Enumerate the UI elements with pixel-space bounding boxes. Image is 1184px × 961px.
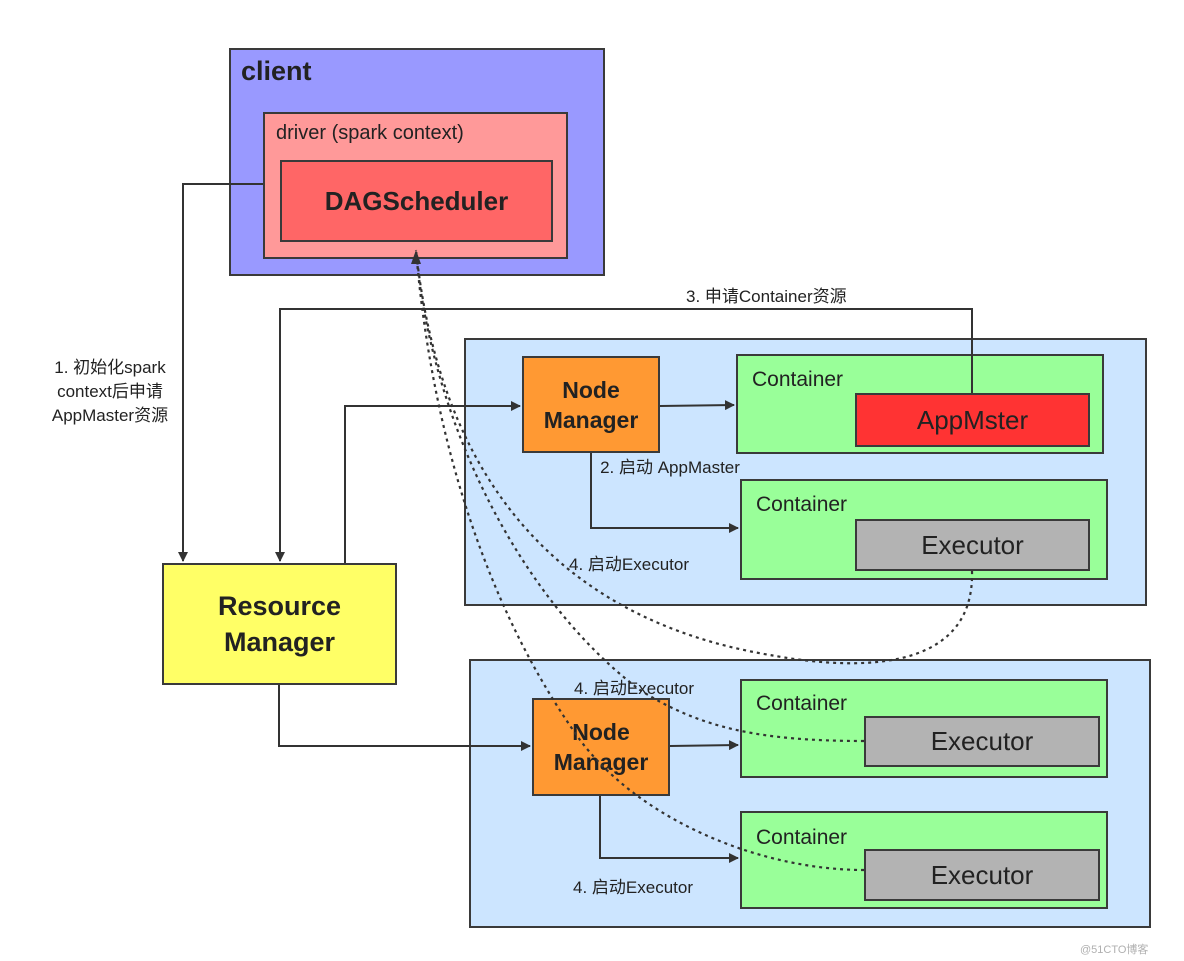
node-manager-1: Node Manager	[522, 356, 660, 453]
executor-node2-b: Executor	[864, 849, 1100, 901]
step2-label: 2. 启动 AppMaster	[600, 458, 740, 477]
container-node1-a-title: Container	[752, 368, 844, 391]
step4b-label: 4. 启动Executor	[574, 679, 694, 698]
executor-node1: Executor	[855, 519, 1090, 571]
container-node2-a-title: Container	[756, 692, 848, 715]
watermark: @51CTO博客	[1080, 944, 1149, 956]
node-manager-1-line1: Node	[562, 376, 620, 403]
step4a-label: 4. 启动Executor	[569, 555, 689, 574]
driver-title: driver (spark context)	[276, 122, 464, 144]
dag-scheduler-box	[280, 160, 553, 242]
step4c-label: 4. 启动Executor	[573, 878, 693, 897]
node-manager-2-line2: Manager	[553, 749, 649, 775]
executor-node2-a: Executor	[864, 716, 1100, 767]
step3-label: 3. 申请Container资源	[686, 287, 847, 306]
dag-scheduler-label: DAGScheduler	[324, 185, 509, 216]
step1-label: 1. 初始化spark context后申请 AppMaster资源	[51, 358, 169, 425]
client-title: client	[241, 56, 312, 86]
resource-manager-label-line1: Resource	[217, 591, 342, 621]
container-node1-b-title: Container	[756, 493, 848, 516]
node-manager-2-line1: Node	[572, 719, 630, 745]
resource-manager-label-line2: Manager	[223, 627, 336, 657]
app-master-box: AppMster	[855, 393, 1090, 447]
container-node2-b-title: Container	[756, 826, 848, 849]
node-manager-1-line2: Manager	[543, 406, 639, 433]
resource-manager-box: Resource Manager	[162, 563, 397, 685]
node-manager-2: Node Manager	[532, 698, 670, 796]
